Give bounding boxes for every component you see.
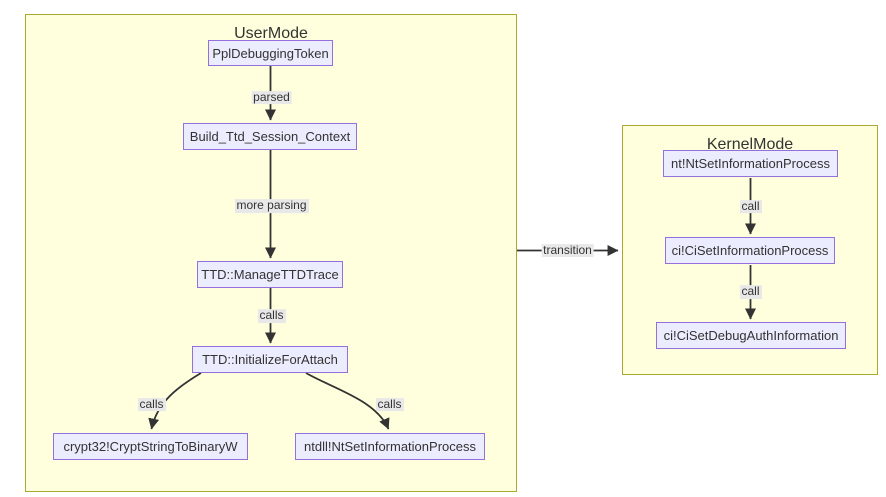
node-ci-ci-set-information-process: ci!CiSetInformationProcess [665, 237, 835, 264]
node-build-ttd-session-context: Build_Ttd_Session_Context [183, 123, 357, 150]
edge-label-calls-right: calls [375, 396, 404, 412]
node-ci-ci-set-debug-auth-information: ci!CiSetDebugAuthInformation [656, 322, 846, 349]
edge-label-calls-left: calls [137, 396, 166, 412]
edge-label-calls-mid: calls [257, 308, 286, 323]
node-ttd-manage-ttd-trace: TTD::ManageTTDTrace [197, 261, 343, 288]
node-ttd-initialize-for-attach: TTD::InitializeForAttach [192, 346, 348, 373]
cluster-usermode-title: UserMode [234, 25, 308, 42]
edge-label-call-2: call [739, 284, 762, 299]
edge-calls-right [305, 372, 390, 430]
edge-calls-left [148, 372, 202, 430]
node-ppl-debugging-token: PplDebuggingToken [208, 40, 333, 66]
edge-label-more-parsing: more parsing [234, 198, 309, 213]
node-nt-nt-set-information-process: nt!NtSetInformationProcess [663, 150, 838, 177]
edge-label-call-1: call [739, 198, 762, 214]
cluster-kernelmode-title: KernelMode [706, 136, 794, 153]
node-ntdll-nt-set-information-process: ntdll!NtSetInformationProcess [295, 433, 485, 460]
node-crypt32-crypt-string-to-binary-w: crypt32!CryptStringToBinaryW [53, 433, 248, 460]
edge-label-transition: transition [541, 242, 594, 258]
edge-label-parsed: parsed [251, 89, 292, 105]
